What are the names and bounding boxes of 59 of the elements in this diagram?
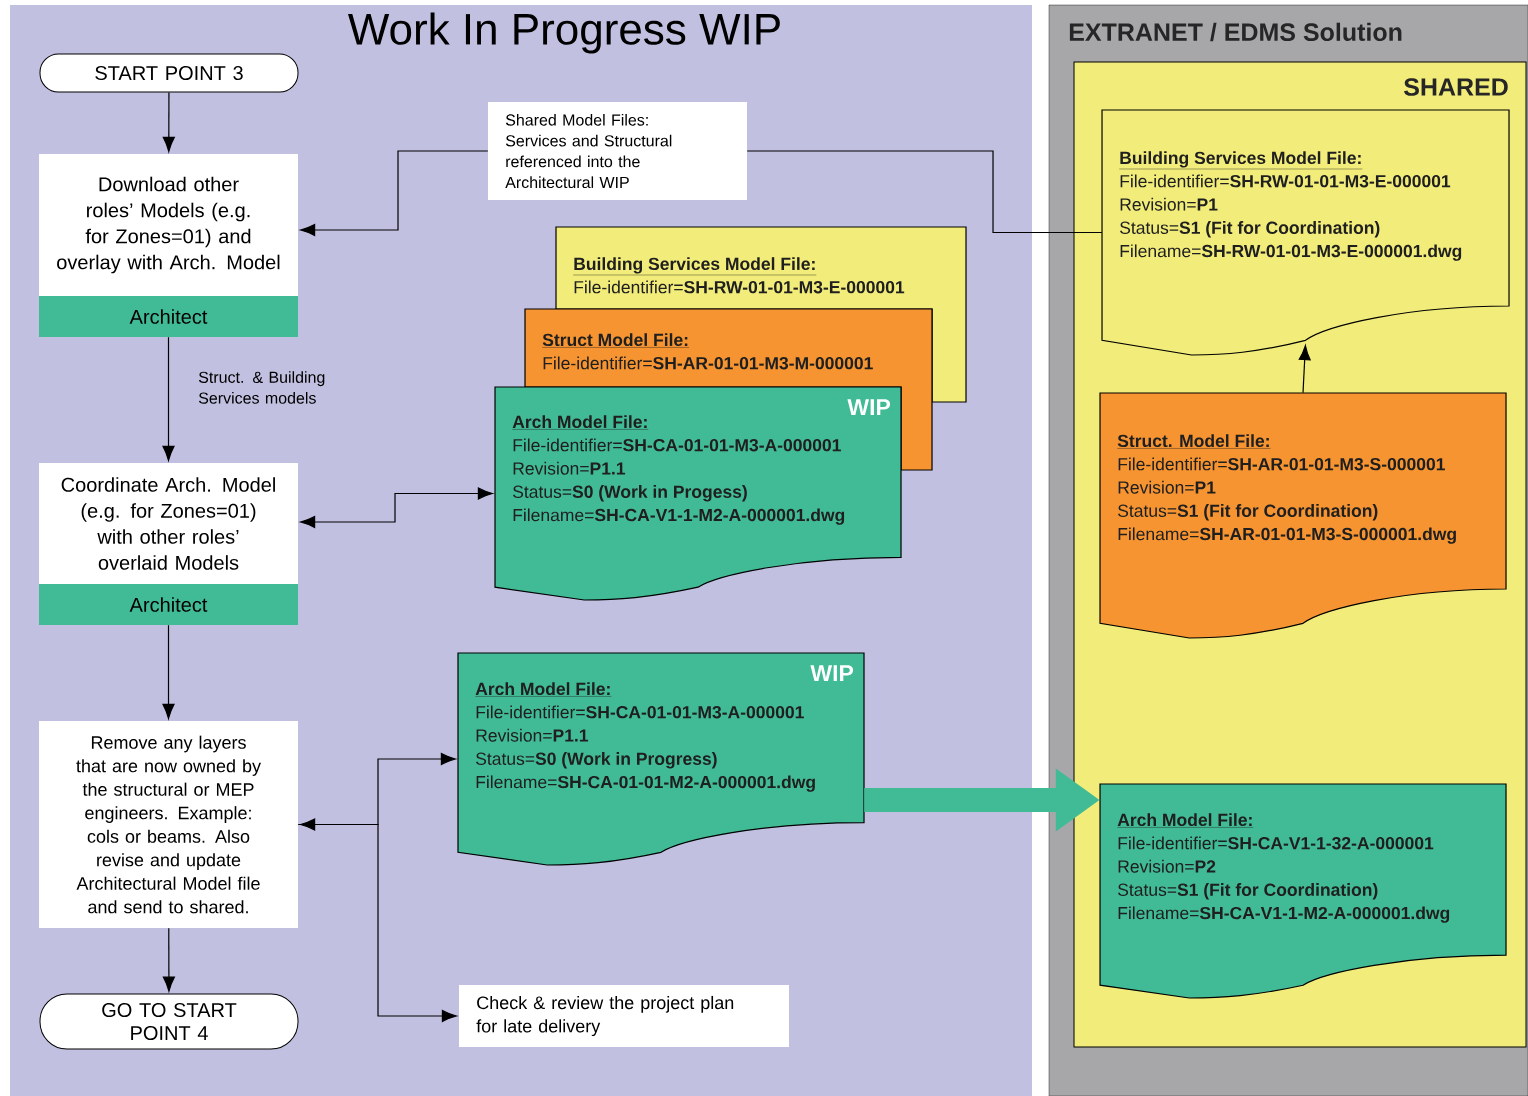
arrow [297,823,457,1023]
role-band: Architect [39,584,298,625]
file-details: Building Services Model File: File-identifier=SH-RW-01-01-M3-E-000001 [573,257,905,294]
node-label: File-identifier=SH-RW-01-01-M3-E-000001 [1120,174,1451,188]
area-title: SHARED [1403,78,1508,96]
node-label: Revision=P1.1 [513,461,626,475]
arrow [1298,345,1311,394]
node-label: Status=S0 (Work in Progress) [476,752,717,769]
file-details: Arch Model File: File-identifier=SH-CA-V1-1-32-A-000001 Revision=P2 Status=S1 (Fit for Coordination) Filename=SH-CA-V1-1-M2-A-000001.dwg [1117,813,1450,923]
node-label: Building Services Model File: [1120,151,1361,168]
wip-tag: WIP [810,665,854,682]
note-box: Check & review the project plan for late delivery [459,985,789,1047]
node-label: Arch Model File: [1117,813,1252,827]
node-label: File-identifier=SH-CA-V1-1-32-A-000001 [1118,836,1434,850]
document-shape [1099,392,1507,639]
wip-tag: WIP [847,399,891,416]
node-label: Struct. Model File: [1117,434,1269,448]
file-details: Building Services Model File: File-identifier=SH-RW-01-01-M3-E-000001 Revision=P1 Status=S1 (Fit for Coordination) Filename=SH-RW-01-01-M3-E-000001.dwg [1119,151,1462,261]
file-details: Struct. Model File: File-identifier=SH-AR-01-01-M3-S-000001 Revision=P1 Status=S1 (Fit for Coordination) Filename=SH-AR-01-01-M3-S-000001.dwg [1117,434,1456,544]
node-label: File-identifier=SH-CA-01-01-M3-A-000001 [513,438,841,452]
node-label: Filename=SH-CA-V1-1-M2-A-000001.dwg [513,508,845,525]
document-shape [1099,783,1507,999]
document-shape [494,386,902,601]
process-box: Remove any layers that are now owned by the structural or MEP engineers. Example: cols or beams. Also revise and update Architectural Model file and send to shared. [39,721,298,928]
file-details: Arch Model File: File-identifier=SH-CA-01-01-M3-A-000001 Revision=P1.1 Status=S0 (Work in Progress) Filename=SH-CA-01-01-M2-A-000001.dwg [475,682,815,792]
node-label: Status=S0 (Work in Progess) [513,485,747,502]
process-box: Coordinate Arch. Model (e.g. for Zones=01) with other roles’ overlaid Models Architect [39,463,298,625]
node-label: Status=S1 (Fit for Coordination) [1120,221,1380,238]
edge-label: Struct. & Building Services models [197,370,335,405]
node-label: Arch Model File: [475,682,610,696]
role-band: Architect [39,296,298,337]
document-shape [1101,109,1510,356]
arrow [300,752,456,831]
arrow [300,487,493,529]
node-label: Revision=P1 [1120,197,1218,211]
note-box: Shared Model Files: Services and Structural referenced into the Architectural WIP [488,102,747,200]
arrow [162,91,175,152]
document-shape [457,652,865,866]
node-label: File-identifier=SH-AR-01-01-M3-S-000001 [1118,457,1445,471]
node-label: Status=S1 (Fit for Coordination) [1118,504,1378,521]
node-label: File-identifier=SH-CA-01-01-M3-A-000001 [476,705,804,719]
arrow [162,624,175,719]
arrow [162,336,175,461]
node-label: Status=S1 (Fit for Coordination) [1118,883,1378,900]
panel-title: EXTRANET / EDMS Solution [1069,22,1402,42]
node-label: Filename=SH-CA-V1-1-M2-A-000001.dwg [1118,906,1450,923]
node-label: Revision=P1 [1118,480,1216,494]
arrow [300,150,489,237]
node-label: Filename=SH-AR-01-01-M3-S-000001.dwg [1118,527,1456,544]
arrow [162,927,175,992]
file-details: Struct Model File: File-identifier=SH-AR-01-01-M3-M-000001 [542,333,873,370]
file-details: Arch Model File: File-identifier=SH-CA-01-01-M3-A-000001 Revision=P1.1 Status=S0 (Work in Progess) Filename=SH-CA-V1-1-M2-A-000001.dwg [512,415,845,525]
process-box: Download other roles’ Models (e.g. for Zones=01) and overlay with Arch. Model Architect [39,154,298,337]
panel-title: Work In Progress WIP [348,12,780,54]
node-label: Filename=SH-CA-01-01-M2-A-000001.dwg [476,775,815,792]
node-label: Filename=SH-RW-01-01-M3-E-000001.dwg [1120,244,1462,261]
node-label: Arch Model File: [512,415,647,429]
node-label: Revision=P1.1 [476,728,589,742]
node-label: Revision=P2 [1118,859,1216,873]
